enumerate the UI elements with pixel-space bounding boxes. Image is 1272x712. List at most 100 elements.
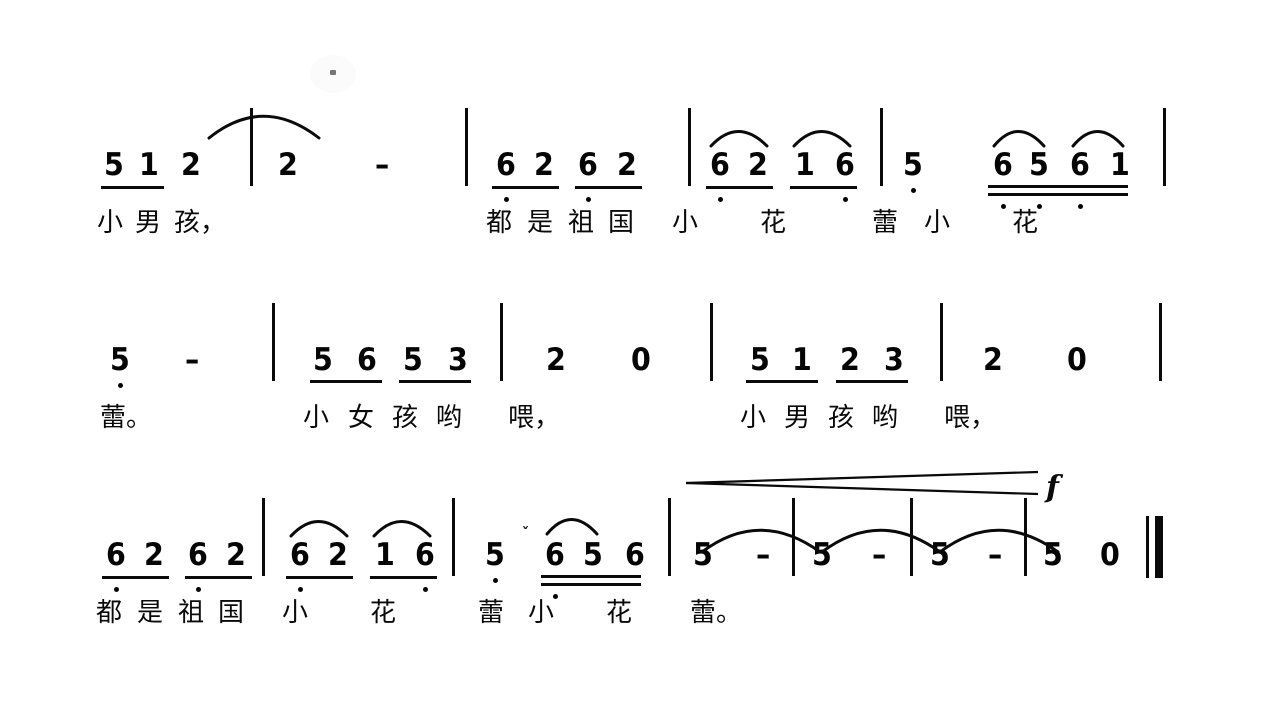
lyric-syllable: 小 bbox=[303, 403, 330, 433]
barline bbox=[1024, 498, 1027, 576]
lyric-syllable: 蕾。 bbox=[100, 403, 153, 433]
lyric-syllable: 祖 bbox=[568, 208, 595, 238]
note-digit: 2 bbox=[226, 537, 246, 573]
note-digit: 6 bbox=[625, 537, 645, 573]
low-octave-dot bbox=[1001, 204, 1006, 209]
rest-zero: 0 bbox=[1067, 342, 1087, 378]
low-octave-dot bbox=[118, 383, 123, 388]
final-barline-thick bbox=[1155, 516, 1163, 578]
note-digit: 1 bbox=[139, 147, 159, 183]
note-beam bbox=[988, 193, 1128, 196]
lyric-syllable: 小 bbox=[282, 598, 309, 628]
low-octave-dot bbox=[504, 197, 509, 202]
low-octave-dot bbox=[114, 587, 119, 592]
lyric-syllable: 孩 bbox=[392, 403, 419, 433]
barline bbox=[452, 498, 455, 576]
note-digit: 5 bbox=[485, 537, 505, 573]
note-beam bbox=[790, 186, 857, 189]
barline bbox=[940, 303, 943, 381]
note-beam bbox=[836, 380, 908, 383]
lyric-syllable: 花 bbox=[606, 598, 633, 628]
note-digit: 2 bbox=[617, 147, 637, 183]
lyric-syllable: 蕾 bbox=[872, 208, 899, 238]
lyric-syllable: 小 bbox=[97, 208, 124, 238]
rest-zero: 0 bbox=[1100, 537, 1120, 573]
lyric-syllable: 小 bbox=[528, 598, 555, 628]
slur-arc bbox=[992, 130, 1046, 148]
note-beam bbox=[575, 186, 642, 189]
lyric-syllable: 花 bbox=[760, 208, 787, 238]
slur-arc bbox=[545, 518, 599, 536]
low-octave-dot bbox=[1037, 204, 1042, 209]
barline bbox=[272, 303, 275, 381]
sustain-dash: – bbox=[375, 147, 390, 183]
barline bbox=[250, 108, 253, 186]
note-digit: 3 bbox=[448, 342, 468, 378]
lyric-syllable: 喂， bbox=[944, 403, 997, 433]
note-digit: 6 bbox=[106, 537, 126, 573]
note-digit: 2 bbox=[144, 537, 164, 573]
rest-zero: 0 bbox=[631, 342, 651, 378]
note-digit: 6 bbox=[496, 147, 516, 183]
slur-arc bbox=[372, 520, 432, 538]
lyric-syllable: 小 bbox=[672, 208, 699, 238]
tie-arc bbox=[938, 528, 1060, 554]
note-beam bbox=[706, 186, 773, 189]
low-octave-dot bbox=[423, 587, 428, 592]
low-octave-dot bbox=[298, 587, 303, 592]
barline bbox=[880, 108, 883, 186]
note-digit: 5 bbox=[110, 342, 130, 378]
low-octave-dot bbox=[718, 197, 723, 202]
barline bbox=[262, 498, 265, 576]
note-digit: 6 bbox=[290, 537, 310, 573]
sustain-dash: – bbox=[988, 537, 1003, 573]
lyric-syllable: 祖 bbox=[178, 598, 205, 628]
note-digit: 1 bbox=[792, 342, 812, 378]
slur-arc bbox=[207, 114, 321, 140]
note-digit: 2 bbox=[328, 537, 348, 573]
note-beam bbox=[492, 186, 559, 189]
sustain-dash: – bbox=[872, 537, 887, 573]
lyric-syllable: 是 bbox=[527, 208, 554, 238]
lyric-syllable: 哟 bbox=[872, 403, 899, 433]
dynamic-marking: f bbox=[1046, 470, 1059, 505]
lyric-syllable: 哟 bbox=[436, 403, 463, 433]
barline bbox=[668, 498, 671, 576]
lyric-syllable: 小 bbox=[924, 208, 951, 238]
low-octave-dot bbox=[911, 188, 916, 193]
note-beam bbox=[541, 583, 641, 586]
low-octave-dot bbox=[1078, 204, 1083, 209]
note-digit: 2 bbox=[983, 342, 1003, 378]
note-beam bbox=[541, 575, 641, 578]
lyric-syllable: 国 bbox=[608, 208, 635, 238]
note-beam bbox=[310, 380, 382, 383]
slur-arc bbox=[792, 130, 852, 148]
note-digit: 2 bbox=[748, 147, 768, 183]
breath-mark: ˇ bbox=[522, 524, 529, 544]
note-beam bbox=[102, 576, 169, 579]
low-octave-dot bbox=[586, 197, 591, 202]
lyric-syllable: 都 bbox=[486, 208, 513, 238]
lyric-syllable: 小 bbox=[740, 403, 767, 433]
lyric-syllable: 花 bbox=[370, 598, 397, 628]
note-digit: 5 bbox=[403, 342, 423, 378]
barline bbox=[1159, 303, 1162, 381]
lyric-syllable: 蕾 bbox=[478, 598, 505, 628]
note-beam bbox=[399, 380, 471, 383]
note-digit: 5 bbox=[583, 537, 603, 573]
note-digit: 5 bbox=[313, 342, 333, 378]
note-digit: 5 bbox=[903, 147, 923, 183]
slur-arc bbox=[1071, 130, 1125, 148]
note-digit: 2 bbox=[546, 342, 566, 378]
note-digit: 1 bbox=[1110, 147, 1130, 183]
lyric-syllable: 女 bbox=[348, 403, 375, 433]
note-digit: 2 bbox=[181, 147, 201, 183]
note-digit: 2 bbox=[534, 147, 554, 183]
slur-arc bbox=[289, 520, 349, 538]
note-digit: 6 bbox=[578, 147, 598, 183]
lyric-syllable: 孩， bbox=[174, 208, 227, 238]
tie-arc bbox=[700, 528, 822, 554]
